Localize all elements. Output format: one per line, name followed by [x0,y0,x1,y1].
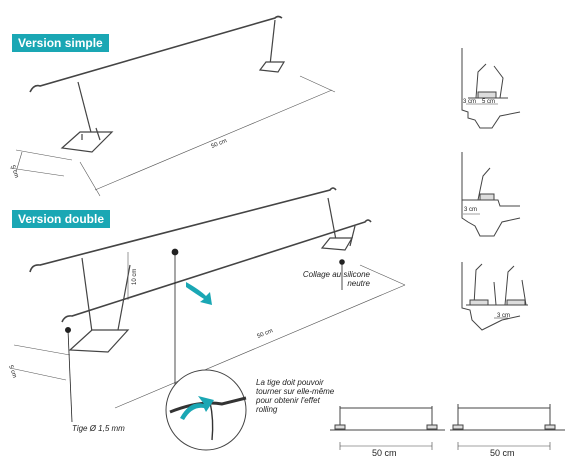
front-view-simple-dim: 50 cm [372,448,397,458]
detail-magnifier [165,369,247,451]
simple-width-label: 50 cm [211,138,228,150]
front-view-double-dim: 50 cm [490,448,515,458]
collage-note: Collage au silicone neutre [302,270,370,288]
profile-a-left-dim: 3 cm [463,99,476,105]
double-dimension-lines [9,252,406,409]
double-depth-label: 5 cm [7,365,17,379]
profile-b-dim: 3 cm [464,207,477,213]
profile-a [461,48,521,129]
profile-b [461,152,521,237]
double-height-label: 10 cm [132,269,138,285]
rolling-note: La tige doit pouvoir tourner sur elle-mê… [256,378,335,414]
version-simple-heading: Version simple [12,34,109,52]
version-double-heading: Version double [12,210,111,228]
callout-markers [65,248,345,423]
front-view-simple [330,406,445,450]
profile-c-dim: 3 cm [497,313,510,319]
front-view-double [450,404,565,450]
simple-depth-label: 5 cm [9,165,19,179]
double-rod-assembly [29,187,372,353]
profile-c [461,262,528,331]
simple-rod-assembly [29,15,286,153]
simple-dimension-lines [9,75,336,197]
tige-note: Tige Ø 1,5 mm [72,424,125,433]
profile-a-right-dim: 5 cm [482,99,495,105]
rotation-arrow-icon [186,282,212,305]
double-width-label: 50 cm [257,328,274,340]
